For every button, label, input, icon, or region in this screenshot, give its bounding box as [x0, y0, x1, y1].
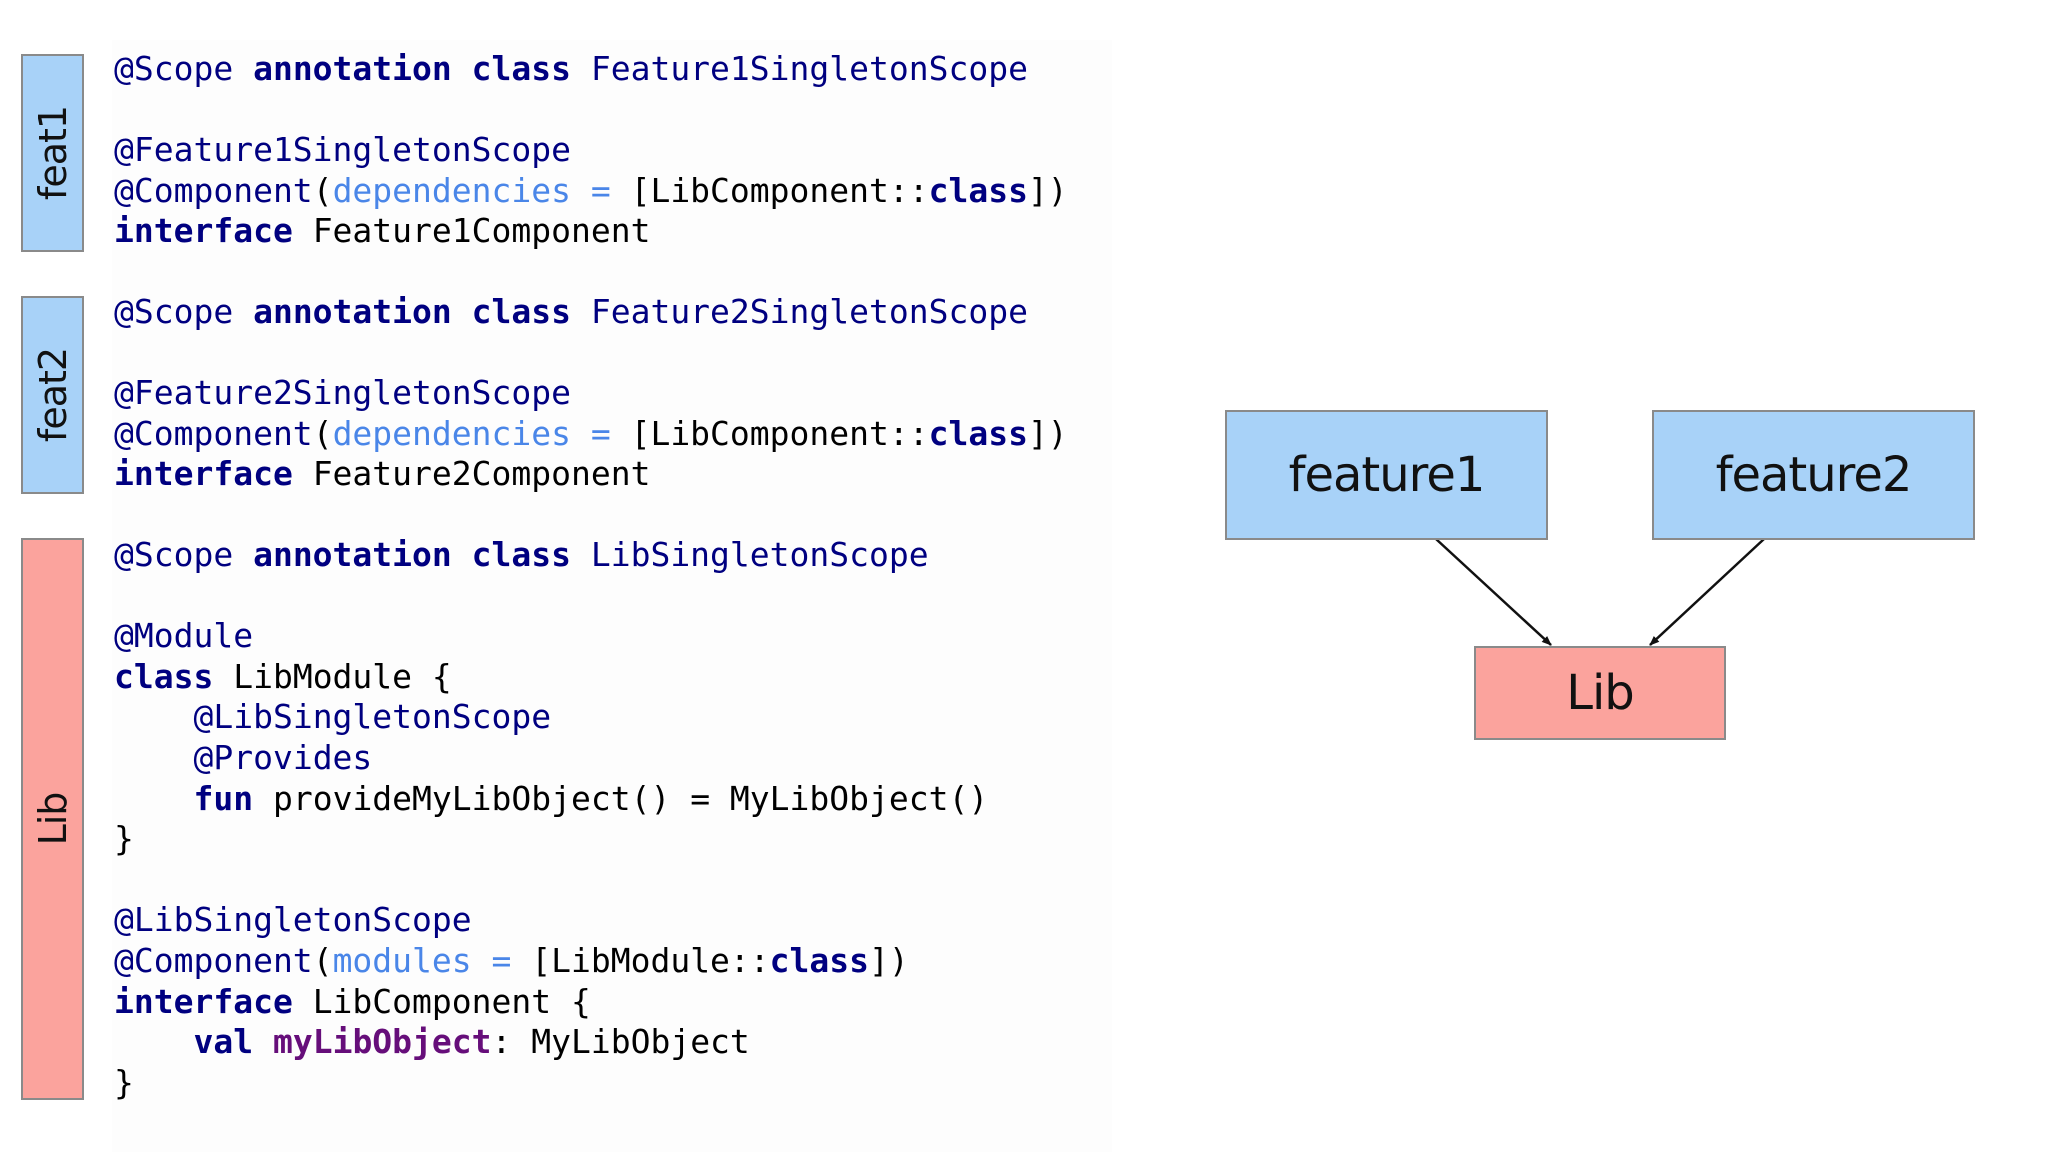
edge-feature1-to-lib	[1435, 538, 1552, 646]
code-line: }	[114, 819, 988, 860]
edge-feature2-to-lib	[1649, 538, 1765, 646]
code-line: @Feature1SingletonScope	[114, 130, 1068, 171]
feat2-code-block: @Scope annotation class Feature2Singleto…	[114, 292, 1068, 495]
feat1-code-block: @Scope annotation class Feature1Singleto…	[114, 49, 1068, 252]
feature2-node-label: feature2	[1715, 447, 1913, 503]
annotation-token: @Scope	[114, 49, 254, 88]
keyword-token: class	[769, 940, 870, 980]
keyword-token: class	[114, 656, 234, 696]
parameter-token: dependencies =	[332, 413, 631, 453]
annotation-token: @Module	[114, 616, 254, 656]
code-token: [LibComponent::	[630, 413, 929, 453]
keyword-token: interface	[114, 211, 313, 251]
code-line: @Scope annotation class Feature2Singleto…	[114, 292, 1068, 333]
code-line: interface Feature2Component	[114, 454, 1068, 495]
code-line: interface LibComponent {	[114, 982, 988, 1023]
keyword-token: class	[928, 170, 1028, 210]
lib-code-block: @Scope annotation class LibSingletonScop…	[114, 535, 988, 1103]
code-line: class LibModule {	[114, 657, 988, 698]
code-token: LibModule {	[233, 656, 452, 696]
code-token: [LibComponent::	[630, 170, 929, 210]
annotation-token: @LibSingletonScope	[193, 697, 552, 737]
keyword-token: annotation class	[253, 49, 591, 88]
code-line: interface Feature1Component	[114, 211, 1068, 252]
annotation-token: @Scope	[114, 292, 254, 331]
code-token: ])	[1027, 170, 1068, 210]
code-line: @Scope annotation class LibSingletonScop…	[114, 535, 988, 576]
code-token: [LibModule::	[531, 940, 770, 980]
feat1-section-label: feat1	[21, 54, 84, 252]
keyword-token: class	[928, 413, 1028, 453]
code-token: }	[114, 1062, 134, 1102]
keyword-token: annotation class	[253, 292, 591, 331]
code-line: @Module	[114, 616, 988, 657]
code-line: }	[114, 1063, 988, 1104]
annotation-token: LibSingletonScope	[590, 535, 929, 574]
parameter-token: modules =	[332, 940, 532, 980]
feature1-node: feature1	[1225, 410, 1548, 540]
annotation-token: @Feature1SingletonScope	[114, 130, 571, 170]
annotation-token: @Scope	[114, 535, 254, 574]
code-line: @Provides	[114, 738, 988, 779]
annotation-token: @Component	[114, 940, 313, 980]
feature2-node: feature2	[1652, 410, 1975, 540]
annotation-token: Feature2SingletonScope	[590, 292, 1028, 331]
code-background	[112, 40, 1112, 1152]
feat2-section-label: feat2	[21, 296, 84, 494]
annotation-token: @Provides	[193, 737, 373, 777]
annotation-token: @Component	[114, 413, 313, 453]
property-token: myLibObject	[272, 1022, 492, 1062]
code-line: val myLibObject: MyLibObject	[114, 1022, 988, 1063]
code-token: (	[312, 170, 333, 210]
code-line: @Component(dependencies = [LibComponent:…	[114, 171, 1068, 212]
code-token: }	[114, 819, 134, 859]
code-token: (	[312, 940, 333, 980]
keyword-token: fun	[193, 778, 273, 818]
feature1-node-label: feature1	[1288, 447, 1486, 503]
annotation-token: @Feature2SingletonScope	[114, 373, 571, 413]
code-line: fun provideMyLibObject() = MyLibObject()	[114, 779, 988, 820]
lib-section-label: Lib	[21, 538, 84, 1100]
lib-node: Lib	[1474, 646, 1726, 740]
code-line: @Feature2SingletonScope	[114, 373, 1068, 414]
code-line: @Component(dependencies = [LibComponent:…	[114, 414, 1068, 455]
code-line: @LibSingletonScope	[114, 900, 988, 941]
annotation-token: Feature1SingletonScope	[590, 49, 1028, 88]
keyword-token: interface	[114, 454, 313, 494]
code-token: provideMyLibObject() = MyLibObject()	[272, 778, 989, 818]
keyword-token: annotation class	[253, 535, 591, 574]
keyword-token: interface	[114, 981, 313, 1021]
code-token: Feature2Component	[312, 454, 651, 494]
lib-node-label: Lib	[1566, 665, 1635, 721]
code-token: : MyLibObject	[491, 1022, 750, 1062]
parameter-token: dependencies =	[332, 170, 631, 210]
code-token: Feature1Component	[312, 211, 651, 251]
code-token: LibComponent {	[312, 981, 591, 1021]
code-token: ])	[869, 940, 909, 980]
code-line: @LibSingletonScope	[114, 697, 988, 738]
code-token: (	[312, 413, 333, 453]
code-line: @Component(modules = [LibModule::class])	[114, 941, 988, 982]
annotation-token: @LibSingletonScope	[114, 900, 472, 940]
code-token: ])	[1027, 413, 1068, 453]
keyword-token: val	[193, 1022, 273, 1062]
annotation-token: @Component	[114, 170, 313, 210]
code-line: @Scope annotation class Feature1Singleto…	[114, 49, 1068, 90]
